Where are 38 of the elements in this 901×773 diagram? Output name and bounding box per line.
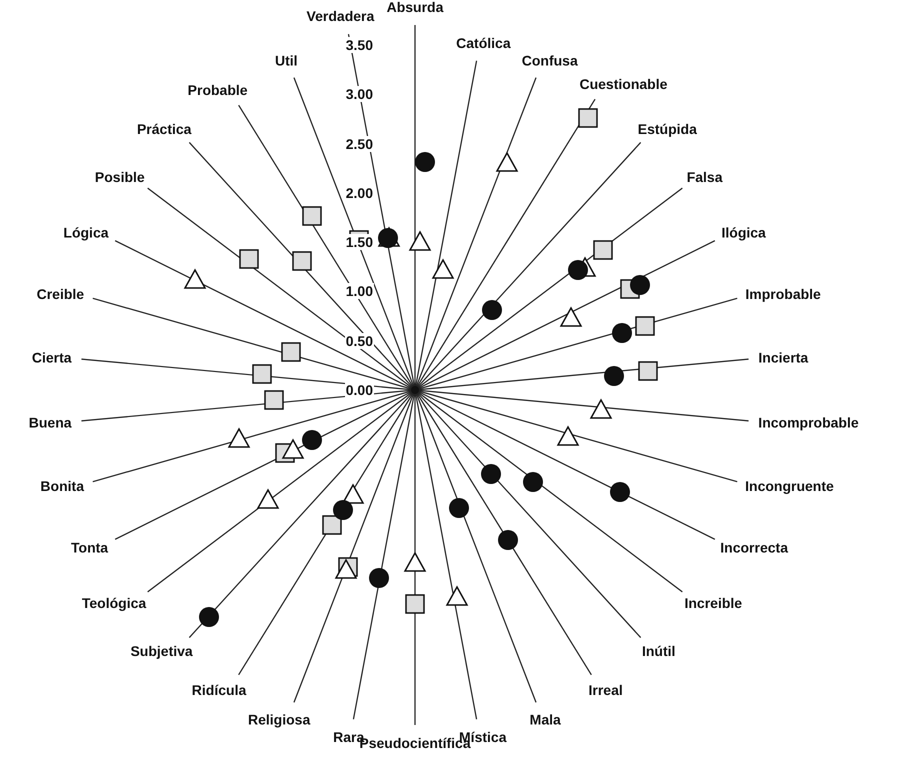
axis-label: Increible — [684, 594, 742, 611]
axis-label: Cierta — [32, 349, 72, 366]
axis-label: Incorrecta — [720, 539, 788, 556]
axis-label: Bonita — [40, 478, 84, 495]
axis-label: Lógica — [63, 224, 109, 241]
tick-label: 0.00 — [344, 382, 374, 398]
axis-label: Subjetiva — [130, 642, 193, 659]
axis-label: Cuestionable — [579, 76, 668, 92]
axis-label: Incierta — [758, 349, 808, 366]
axis-label: Confusa — [522, 52, 578, 69]
axis-label: Probable — [188, 82, 248, 98]
axis-label: Estúpida — [638, 121, 697, 138]
axis-label: Irreal — [588, 682, 623, 698]
axis-label: Creible — [36, 285, 84, 302]
axis-label: Ilógica — [722, 224, 766, 241]
tick-label: 1.50 — [344, 234, 374, 250]
axis-label: Improbable — [745, 285, 821, 302]
axis-label: Mala — [530, 711, 561, 728]
axis-label: Tonta — [71, 539, 108, 556]
axis-label: Incongruente — [745, 478, 834, 495]
axis-label: Buena — [28, 414, 72, 431]
axis-label: Verdadera — [306, 8, 374, 24]
tick-label: 3.00 — [344, 86, 374, 102]
tick-label: 2.50 — [344, 136, 374, 152]
axis-label: Absurda — [386, 0, 444, 15]
axis-label: Posible — [94, 169, 145, 186]
axis-label: Falsa — [686, 169, 722, 186]
axis-label: Util — [275, 52, 298, 69]
axis-label: Práctica — [136, 121, 192, 138]
axis-label: Ridícula — [192, 682, 246, 698]
tick-label: 0.50 — [344, 332, 374, 349]
axis-label: Religiosa — [248, 711, 310, 728]
axis-label: Católica — [456, 35, 511, 51]
axis-label: Incomprobable — [758, 414, 859, 431]
tick-label: 3.50 — [344, 36, 374, 53]
axis-label: Teológica — [82, 594, 146, 611]
tick-label: 1.00 — [344, 283, 374, 300]
axis-label: Inútil — [642, 642, 676, 659]
